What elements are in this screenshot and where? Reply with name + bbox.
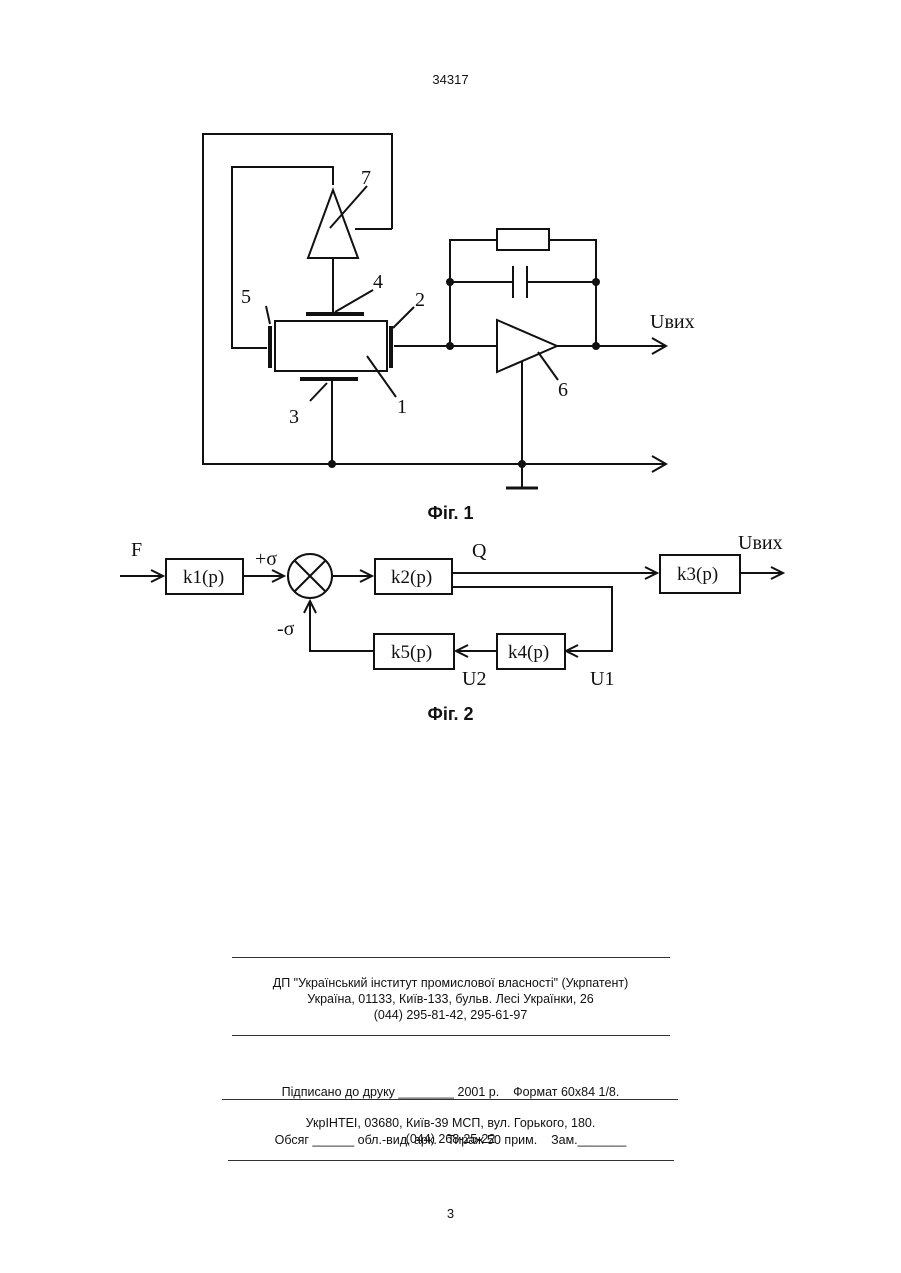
org-line-2: Україна, 01133, Київ-133, бульв. Лесі Ук… [0, 991, 901, 1007]
imprint-organization: ДП "Український інститут промислової вла… [0, 975, 901, 1023]
figure-2-block-diagram: F +σ -σ Q Uвих U1 U2 k1(p) k2(p) k3(p) k… [0, 525, 901, 705]
print-line-1: Підписано до друку ________ 2001 р. Форм… [0, 1084, 901, 1100]
label-minus-sigma: -σ [277, 618, 295, 640]
amplifier-6 [497, 320, 557, 372]
label-uout-fig2: Uвих [738, 532, 783, 554]
figure-1-circuit: 7 4 5 2 3 1 6 Uвих [0, 0, 901, 500]
label-1: 1 [397, 396, 407, 418]
block-k1-label: k1(p) [183, 567, 224, 588]
divider [232, 957, 670, 958]
org-line-3: (044) 295-81-42, 295-61-97 [0, 1007, 901, 1023]
label-U2: U2 [462, 668, 486, 690]
imprint-print-info: Підписано до друку ________ 2001 р. Форм… [0, 1052, 901, 1164]
label-input-F: F [131, 539, 142, 561]
divider [228, 1160, 674, 1161]
block-k4-label: k4(p) [508, 642, 549, 663]
label-6: 6 [558, 379, 568, 401]
divider [222, 1099, 678, 1100]
block-k5-label: k5(p) [391, 642, 432, 663]
block-k2-label: k2(p) [391, 567, 432, 588]
block-k3-label: k3(p) [677, 564, 718, 585]
figure-1-caption: Фіг. 1 [0, 503, 901, 524]
printer-line-1: УкрІНТЕІ, 03680, Київ-39 МСП, вул. Горьк… [0, 1115, 901, 1131]
label-5: 5 [241, 286, 251, 308]
imprint-printer: УкрІНТЕІ, 03680, Київ-39 МСП, вул. Горьк… [0, 1115, 901, 1147]
divider [232, 1035, 670, 1036]
label-3: 3 [289, 406, 299, 428]
printer-line-2: (044) 268-25-22 [0, 1131, 901, 1147]
label-plus-sigma: +σ [255, 548, 277, 570]
label-Q: Q [472, 540, 487, 562]
label-7: 7 [361, 167, 371, 189]
label-2: 2 [415, 289, 425, 311]
figure-2-caption: Фіг. 2 [0, 704, 901, 725]
org-line-1: ДП "Український інститут промислової вла… [0, 975, 901, 991]
crystal-body-1 [275, 321, 387, 371]
feedback-resistor [497, 229, 549, 250]
page-number: 3 [0, 1206, 901, 1221]
label-uout-fig1: Uвих [650, 311, 695, 333]
label-4: 4 [373, 271, 383, 293]
label-U1: U1 [590, 668, 614, 690]
